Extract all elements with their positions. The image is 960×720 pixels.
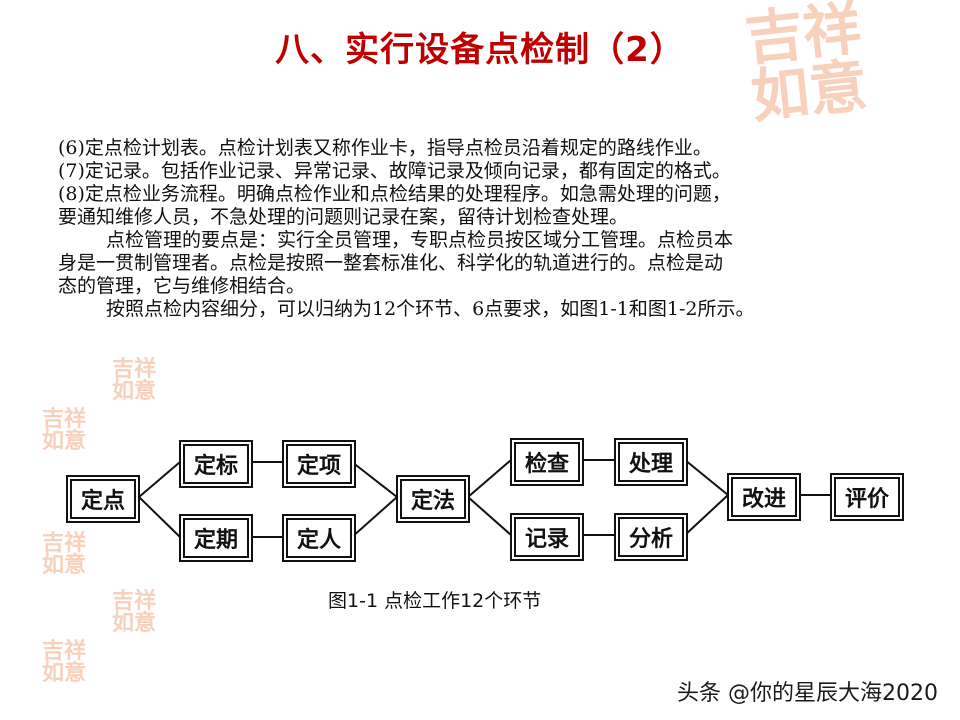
node-dingqi: 定期 <box>179 514 253 562</box>
node-chuli: 处理 <box>614 438 688 486</box>
decorative-seal-left-2: 吉祥如意 <box>42 406 87 454</box>
paragraph-key-points-line3: 态的管理，它与维修相结合。 <box>58 275 306 297</box>
node-gaijin: 改进 <box>727 473 801 521</box>
node-jilu: 记录 <box>510 513 584 561</box>
node-dingbiao: 定标 <box>179 440 253 488</box>
node-dingxiang: 定项 <box>282 440 356 488</box>
paragraph-8-line1: (8)定点检业务流程。明确点检作业和点检结果的处理程序。如急需处理的问题， <box>58 183 731 205</box>
paragraph-7: (7)定记录。包括作业记录、异常记录、故障记录及倾向记录，都有固定的格式。 <box>58 160 731 182</box>
paragraph-summary: 按照点检内容细分，可以归纳为12个环节、6点要求，如图1-1和图1-2所示。 <box>106 298 755 320</box>
paragraph-key-points-line1: 点检管理的要点是：实行全员管理，专职点检员按区域分工管理。点检员本 <box>106 229 734 251</box>
paragraph-key-points-line2: 身是一贯制管理者。点检是按照一整套标准化、科学化的轨道进行的。点检是动 <box>58 252 724 274</box>
node-pingjia: 评价 <box>830 473 904 521</box>
node-dingfa: 定法 <box>396 475 470 523</box>
node-dingdian: 定点 <box>66 475 140 523</box>
paragraph-8-line2: 要通知维修人员，不急处理的问题则记录在案，留待计划检查处理。 <box>58 206 629 228</box>
node-dingren: 定人 <box>282 514 356 562</box>
decorative-seal-left-5: 吉祥如意 <box>42 638 87 686</box>
page-title: 八、实行设备点检制（2） <box>275 30 685 70</box>
node-fenxi: 分析 <box>614 513 688 561</box>
paragraph-6: (6)定点检计划表。点检计划表又称作业卡，指导点检员沿着规定的路线作业。 <box>58 137 712 159</box>
figure-caption: 图1-1 点检工作12个环节 <box>328 590 542 612</box>
decorative-seal-left-1: 吉祥如意 <box>112 356 157 404</box>
decorative-seal-left-4: 吉祥如意 <box>112 588 157 636</box>
decorative-seal-left-3: 吉祥如意 <box>42 530 87 578</box>
node-jiancha: 检查 <box>510 438 584 486</box>
watermark-text: 头条 @你的星辰大海2020 <box>677 681 938 706</box>
